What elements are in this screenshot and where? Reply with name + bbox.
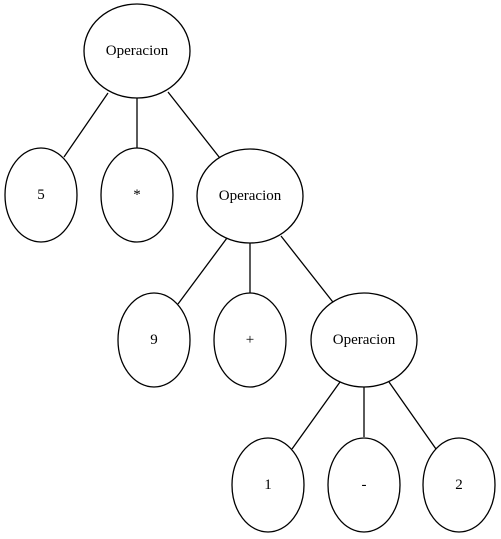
edge-n3-n6 xyxy=(280,235,337,307)
node-ellipse xyxy=(83,3,191,99)
node-ellipse xyxy=(100,147,174,243)
tree-node-n6: Operacion xyxy=(310,292,418,388)
edge-n6-n7 xyxy=(291,381,341,450)
tree-node-n7: 1 xyxy=(231,437,305,533)
node-ellipse xyxy=(213,292,287,388)
node-label: 1 xyxy=(264,477,272,493)
edge-n3-n4 xyxy=(177,237,228,305)
tree-node-n4: 9 xyxy=(117,292,191,388)
edge-n0-n3 xyxy=(167,91,224,163)
tree-node-n5: + xyxy=(213,292,287,388)
tree-node-n1: 5 xyxy=(4,147,78,243)
tree-node-n8: - xyxy=(327,437,401,533)
node-label: Operacion xyxy=(106,43,169,59)
node-label: 9 xyxy=(150,332,158,348)
node-ellipse xyxy=(4,147,78,243)
node-ellipse xyxy=(310,292,418,388)
node-ellipse xyxy=(422,437,496,533)
node-ellipse xyxy=(196,148,304,244)
tree-node-n9: 2 xyxy=(422,437,496,533)
node-ellipse xyxy=(117,292,191,388)
node-label: 2 xyxy=(455,477,463,493)
node-label: Operacion xyxy=(219,188,282,204)
tree-node-n3: Operacion xyxy=(196,148,304,244)
edge-n6-n9 xyxy=(388,381,437,450)
node-label: + xyxy=(246,332,254,348)
node-ellipse xyxy=(327,437,401,533)
node-ellipse xyxy=(231,437,305,533)
node-label: - xyxy=(362,477,367,493)
node-label: * xyxy=(133,187,141,203)
tree-node-n2: * xyxy=(100,147,174,243)
edge-n0-n1 xyxy=(63,92,109,158)
node-label: Operacion xyxy=(333,332,396,348)
tree-node-n0: Operacion xyxy=(83,3,191,99)
node-label: 5 xyxy=(37,187,45,203)
tree-edges xyxy=(63,91,437,450)
